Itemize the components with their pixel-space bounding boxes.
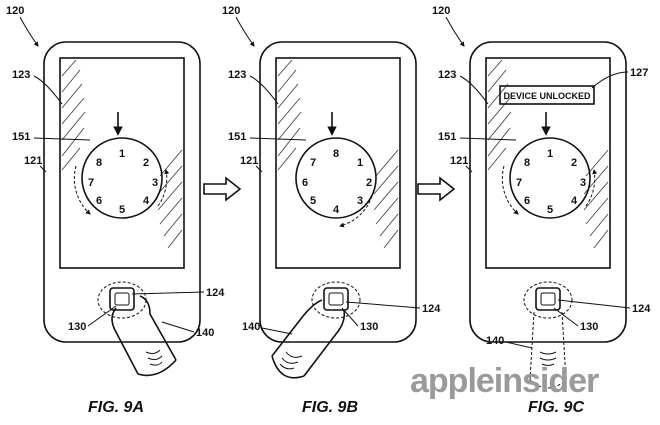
ref-dial: 151 xyxy=(438,131,456,143)
dial-digit: 7 xyxy=(516,177,522,189)
dial-digit: 5 xyxy=(310,195,316,207)
home-button xyxy=(109,287,135,311)
ref-device: 120 xyxy=(432,5,450,17)
dial-digit: 1 xyxy=(357,157,363,169)
dial-digit: 8 xyxy=(524,157,530,169)
phone-screen xyxy=(275,57,401,269)
swipe-path-indicator xyxy=(523,281,573,319)
finger-outline xyxy=(529,311,567,381)
dial-digit: 4 xyxy=(333,204,340,216)
panel-fig-9c: 120 DEVICE UNLOCKED 127 123 151 xyxy=(432,5,651,416)
ref-screen: 123 xyxy=(228,69,246,81)
watermark-text: appleinsider xyxy=(410,362,599,400)
phone-body xyxy=(43,41,201,343)
finger-outline xyxy=(111,295,177,375)
dial-digit: 6 xyxy=(302,177,308,189)
screen-glare-bottom xyxy=(373,149,399,249)
dial-digit: 4 xyxy=(571,195,578,207)
dial-digit: 2 xyxy=(571,157,577,169)
finger-outline xyxy=(271,299,346,377)
dial-digit: 7 xyxy=(88,177,94,189)
fingerprint-lines xyxy=(145,349,163,366)
screen-glare-bottom xyxy=(157,149,183,249)
ref-button: 124 xyxy=(422,303,441,315)
screen-glare-top xyxy=(487,59,512,171)
unlock-message: DEVICE UNLOCKED xyxy=(503,91,591,101)
ref-dial: 151 xyxy=(12,131,30,143)
finger-tip xyxy=(271,355,305,379)
fingerprint-lines xyxy=(279,351,303,370)
ref-finger: 140 xyxy=(196,327,214,339)
phone-body xyxy=(259,41,417,343)
dial-digit: 8 xyxy=(333,148,339,160)
ref-device: 120 xyxy=(222,5,240,17)
phone-screen xyxy=(485,57,611,269)
fingerprint-lines xyxy=(539,351,557,366)
rotation-arrow-left xyxy=(73,165,91,215)
dial-digit: 2 xyxy=(143,157,149,169)
dial-digit: 6 xyxy=(524,195,530,207)
home-button xyxy=(323,287,349,311)
ref-finger: 140 xyxy=(242,321,260,333)
rotary-dial xyxy=(295,137,377,219)
figure-caption: FIG. 9B xyxy=(302,399,358,416)
fingerprint-sensor xyxy=(114,292,130,306)
dial-digit: 5 xyxy=(119,204,125,216)
rotary-dial xyxy=(81,137,163,219)
screen-glare-top xyxy=(277,59,302,171)
dial-digit: 6 xyxy=(96,195,102,207)
ref-housing: 121 xyxy=(240,155,258,167)
ref-sensor: 130 xyxy=(68,321,86,333)
dial-digits: 1 2 3 4 5 6 7 8 xyxy=(516,148,586,216)
transition-arrow-a-b xyxy=(203,176,242,202)
rotary-dial xyxy=(509,137,591,219)
swipe-path-indicator xyxy=(311,281,361,319)
ref-finger: 140 xyxy=(486,335,504,347)
transition-arrow-b-c xyxy=(417,176,456,202)
ref-sensor: 130 xyxy=(360,321,378,333)
dial-digit: 4 xyxy=(143,195,150,207)
finger-tip xyxy=(137,359,177,377)
ref-screen: 123 xyxy=(12,69,30,81)
dial-digit: 8 xyxy=(96,157,102,169)
panel-fig-9b: 120 123 151 121 8 xyxy=(222,5,441,416)
home-button xyxy=(535,287,561,311)
ref-device: 120 xyxy=(6,5,24,17)
phone-screen xyxy=(59,57,185,269)
rotation-arrow-right xyxy=(585,169,598,207)
dial-digit: 1 xyxy=(547,148,553,160)
fingerprint-sensor xyxy=(540,292,556,306)
figure-caption: FIG. 9C xyxy=(528,399,584,416)
ref-button: 124 xyxy=(206,287,225,299)
ref-dial: 151 xyxy=(228,131,246,143)
dial-digit: 2 xyxy=(366,177,372,189)
ref-screen: 123 xyxy=(438,69,456,81)
dial-digit: 7 xyxy=(310,157,316,169)
dial-digit: 3 xyxy=(357,195,363,207)
dial-digit: 5 xyxy=(547,204,553,216)
dial-digit: 3 xyxy=(580,177,586,189)
rotation-arrow-left xyxy=(501,165,519,215)
unlock-message-box xyxy=(499,85,595,105)
ref-button: 124 xyxy=(632,303,651,315)
rotation-arrow-right xyxy=(157,169,170,207)
dial-digit: 1 xyxy=(119,148,125,160)
ref-housing: 121 xyxy=(450,155,468,167)
screen-glare-top xyxy=(61,59,86,171)
ref-message: 127 xyxy=(630,67,648,79)
figure-caption: FIG. 9A xyxy=(88,399,144,416)
dial-digits: 8 1 2 3 4 5 6 7 xyxy=(302,148,372,216)
fingerprint-sensor xyxy=(328,292,344,306)
finger-tip xyxy=(529,379,567,389)
dial-digits: 1 2 3 4 5 6 7 8 xyxy=(88,148,158,216)
phone-body xyxy=(469,41,627,343)
rotation-arrow xyxy=(339,195,373,228)
ref-housing: 121 xyxy=(24,155,42,167)
panel-fig-9a: 120 123 151 121 1 xyxy=(6,5,225,416)
dial-digit: 3 xyxy=(152,177,158,189)
ref-sensor: 130 xyxy=(580,321,598,333)
